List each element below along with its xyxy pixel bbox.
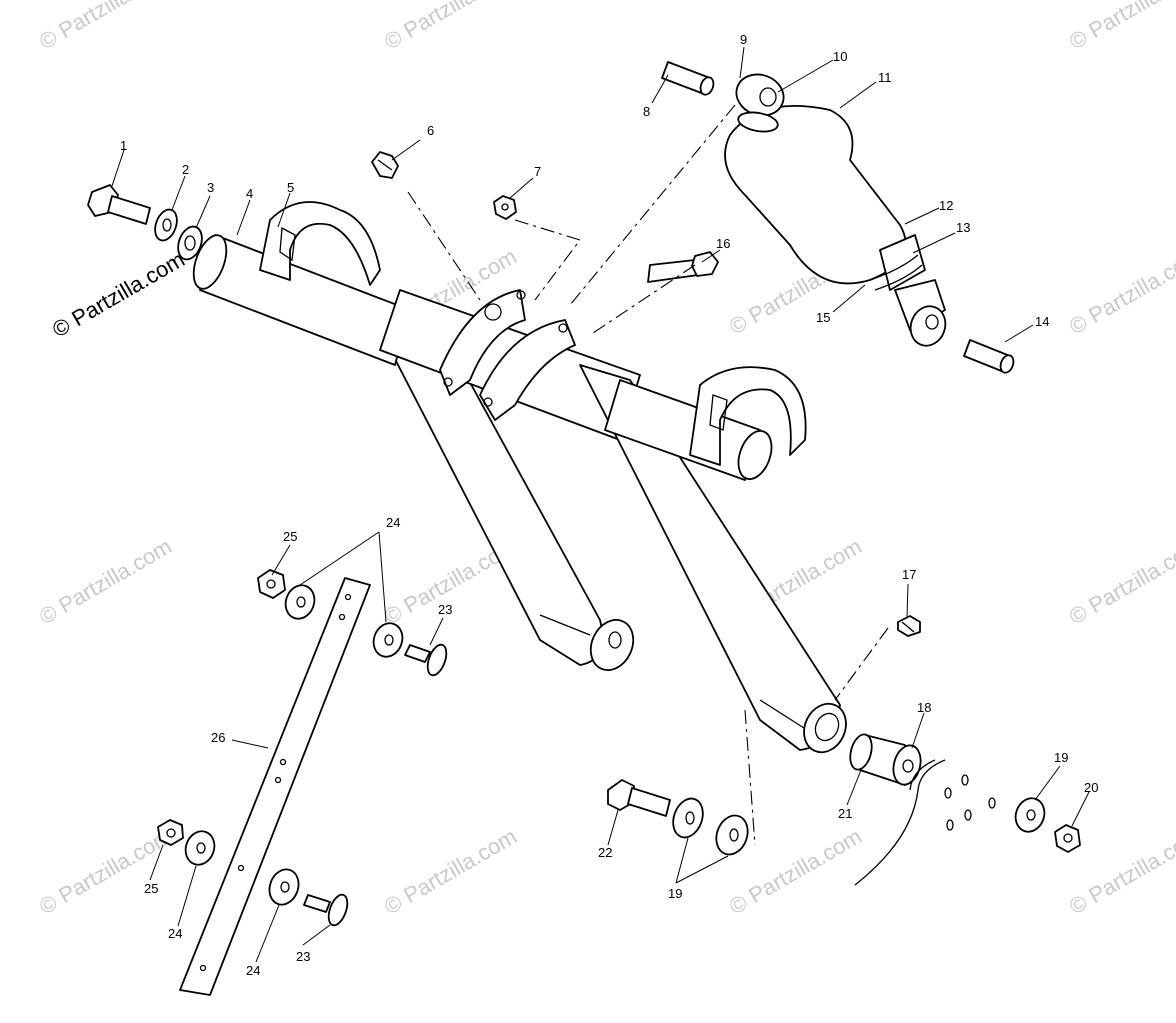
watermark: © Partzilla.com xyxy=(35,534,176,630)
washer-24-top-a xyxy=(284,584,316,620)
leader-lines xyxy=(111,46,1090,963)
callout-22: 22 xyxy=(598,845,612,860)
callout-19b: 19 xyxy=(668,886,682,901)
pin-23-top xyxy=(404,643,448,677)
shock-bushing xyxy=(737,111,779,133)
callout-18: 18 xyxy=(917,700,931,715)
washer-24-bottom-b xyxy=(268,868,300,906)
watermark: © Partzilla.com xyxy=(35,0,176,54)
nut-7 xyxy=(493,195,517,220)
callout-25b: 25 xyxy=(144,881,158,896)
watermark: © Partzilla.com xyxy=(1065,244,1176,340)
bolt-16 xyxy=(647,251,719,283)
callout-7: 7 xyxy=(534,164,541,179)
watermark: © Partzilla.com xyxy=(1065,0,1176,54)
watermark: © Partzilla.com xyxy=(380,824,521,920)
nut-25-top xyxy=(257,569,286,599)
watermark: © Partzilla.com xyxy=(1065,824,1176,920)
callout-3: 3 xyxy=(207,180,214,195)
bushing-18 xyxy=(849,733,922,786)
grease-fitting-17 xyxy=(897,615,921,637)
callout-4: 4 xyxy=(246,186,253,201)
washer-19-right xyxy=(1014,797,1046,833)
callout-5: 5 xyxy=(287,180,294,195)
callout-labels: 1 2 3 4 5 6 7 8 9 10 11 12 13 14 15 16 1… xyxy=(120,32,1098,978)
callout-19a: 19 xyxy=(1054,750,1068,765)
shock-bottom-eye xyxy=(909,305,947,347)
callout-17: 17 xyxy=(902,567,916,582)
callout-1: 1 xyxy=(120,138,127,153)
callout-11: 11 xyxy=(878,70,892,85)
shock-shaft xyxy=(894,279,946,331)
callout-23b: 23 xyxy=(296,949,310,964)
shock-body xyxy=(724,105,907,285)
tube-end-left xyxy=(192,234,228,290)
bolt-22 xyxy=(607,779,671,817)
washer-24-bottom-a xyxy=(184,830,216,866)
callout-14: 14 xyxy=(1035,314,1049,329)
callout-8: 8 xyxy=(643,104,650,119)
callout-9: 9 xyxy=(740,32,747,47)
bushing-21 xyxy=(849,733,873,771)
watermark-group: © Partzilla.com © Partzilla.com © Partzi… xyxy=(35,0,1176,919)
shock-mount-bracket-left xyxy=(439,289,526,396)
shock-spring-collar xyxy=(879,234,926,291)
tube-clamp-left xyxy=(259,201,381,286)
assembly-lines xyxy=(407,104,889,846)
strap-26 xyxy=(179,577,371,996)
rail-section xyxy=(854,759,996,886)
callout-12: 12 xyxy=(939,198,953,213)
callout-24a: 24 xyxy=(386,515,400,530)
pin-23-bottom xyxy=(303,893,349,927)
callout-20: 20 xyxy=(1084,780,1098,795)
callout-25a: 25 xyxy=(283,529,297,544)
watermark: © Partzilla.com xyxy=(380,0,521,54)
watermark: © Partzilla.com xyxy=(35,824,176,920)
callout-6: 6 xyxy=(427,123,434,138)
tube-end-right xyxy=(737,430,773,480)
callout-23a: 23 xyxy=(438,602,452,617)
callout-10: 10 xyxy=(833,49,847,64)
cross-tube-left xyxy=(199,234,411,366)
watermark-main: © Partzilla.com xyxy=(48,247,189,343)
callout-24b: 24 xyxy=(168,926,182,941)
shock-mount-bracket-right xyxy=(479,319,576,421)
bolt-1 xyxy=(87,184,151,225)
washer-2 xyxy=(154,208,178,242)
callout-2: 2 xyxy=(182,162,189,177)
watermark: © Partzilla.com xyxy=(1065,534,1176,630)
callout-16: 16 xyxy=(716,236,730,251)
nut-25-bottom xyxy=(157,819,184,846)
pin-14 xyxy=(963,339,1015,374)
washer-3 xyxy=(177,225,203,261)
callout-13: 13 xyxy=(956,220,970,235)
left-arm-pivot xyxy=(589,619,635,671)
callout-21: 21 xyxy=(838,806,852,821)
nut-20 xyxy=(1054,824,1081,853)
grease-fitting-6 xyxy=(371,151,399,179)
callout-15: 15 xyxy=(816,310,830,325)
washer-19-left xyxy=(672,797,749,856)
callout-26: 26 xyxy=(211,730,225,745)
callout-24c: 24 xyxy=(246,963,260,978)
washer-24-top-b xyxy=(372,622,404,658)
shock-absorber xyxy=(724,73,947,347)
pin-8 xyxy=(661,61,715,96)
swing-arm-assembly xyxy=(192,201,847,754)
tube-clamp-right xyxy=(689,366,807,466)
